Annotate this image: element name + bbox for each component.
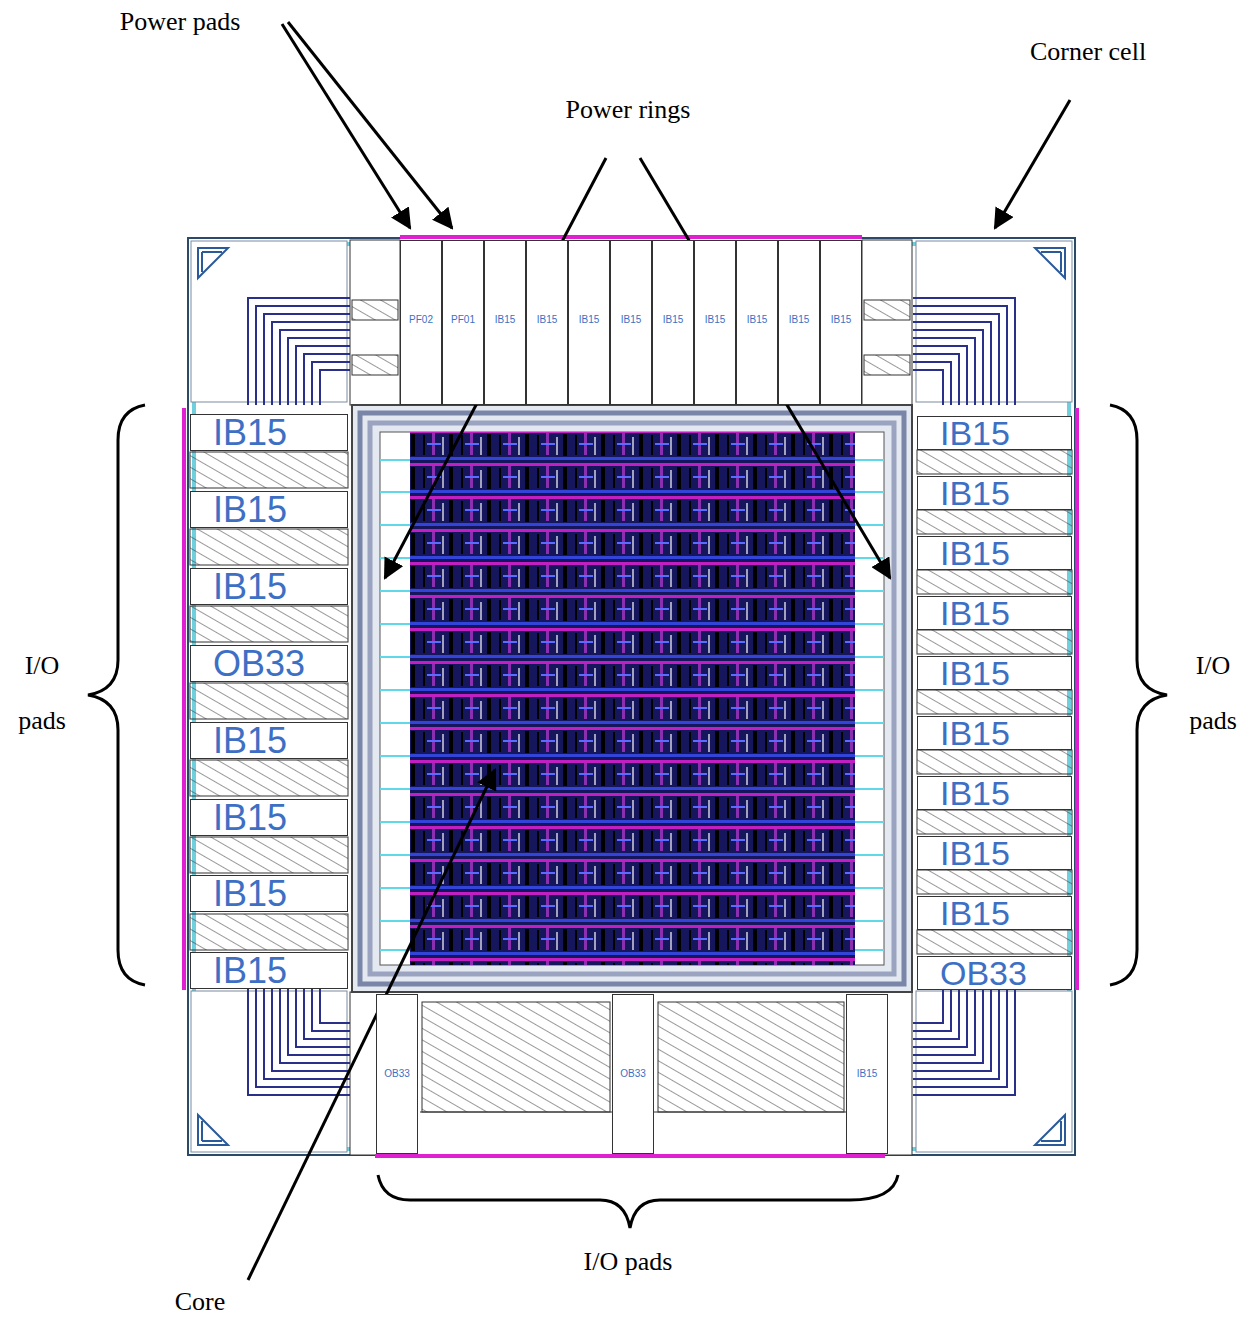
top-pad-cell: IB15 [610, 240, 652, 405]
callout-label: Corner cell [1030, 37, 1146, 67]
cell-name: IB15 [213, 723, 287, 759]
left-pad-cell: OB33 [190, 645, 348, 682]
cell-name: OB33 [940, 956, 1027, 990]
cell-name: IB15 [940, 716, 1010, 750]
cell-name: IB15 [213, 876, 287, 912]
top-pad-cell: IB15 [736, 240, 778, 405]
top-pad-cell: IB15 [778, 240, 820, 405]
cell-name: IB15 [940, 656, 1010, 690]
left-pad-cell: IB15 [190, 722, 348, 759]
callout-label: Power pads [120, 7, 241, 37]
cell-name: OB33 [620, 1069, 646, 1079]
cell-name: IB15 [940, 776, 1010, 810]
callout-label: Core [175, 1287, 226, 1317]
cell-name: IB15 [940, 476, 1010, 510]
right-pad-cell: IB15 [917, 416, 1072, 450]
top-pad-cell: IB15 [820, 240, 862, 405]
bottom-pad-cell: IB15 [846, 994, 888, 1154]
left-pad-cell: IB15 [190, 414, 348, 451]
cell-name: IB15 [213, 953, 287, 989]
left-pad-cell: IB15 [190, 568, 348, 605]
left-pad-cell: IB15 [190, 799, 348, 836]
cell-name: PF02 [409, 315, 433, 325]
cell-name: IB15 [579, 315, 600, 325]
cell-name: IB15 [940, 536, 1010, 570]
top-pad-cell: IB15 [694, 240, 736, 405]
top-pad-cell: PF02 [400, 240, 442, 405]
left-pad-cell: IB15 [190, 491, 348, 528]
cell-name: IB15 [940, 836, 1010, 870]
bottom-pad-cell: OB33 [376, 994, 418, 1154]
cell-name: IB15 [213, 569, 287, 605]
right-pad-cell: IB15 [917, 536, 1072, 570]
cell-name: IB15 [663, 315, 684, 325]
cell-name: IB15 [537, 315, 558, 325]
cell-name: IB15 [940, 596, 1010, 630]
right-pad-cell: IB15 [917, 776, 1072, 810]
cell-name: IB15 [789, 315, 810, 325]
cell-name: IB15 [940, 416, 1010, 450]
left-pad-cell: IB15 [190, 875, 348, 912]
cell-name: IB15 [621, 315, 642, 325]
cell-name: IB15 [940, 896, 1010, 930]
cell-name: OB33 [384, 1069, 410, 1079]
bracket-label: I/O pads [584, 1247, 673, 1277]
right-pad-cell: IB15 [917, 656, 1072, 690]
top-pad-cell: IB15 [652, 240, 694, 405]
right-pad-cell: IB15 [917, 596, 1072, 630]
cell-name: IB15 [495, 315, 516, 325]
cell-name: IB15 [857, 1069, 878, 1079]
right-pad-cell: IB15 [917, 896, 1072, 930]
right-pad-cell: IB15 [917, 836, 1072, 870]
right-pad-cell: IB15 [917, 716, 1072, 750]
left-pad-cell: IB15 [190, 952, 348, 989]
right-pad-cell: IB15 [917, 476, 1072, 510]
cell-name: OB33 [213, 646, 305, 682]
bottom-pad-cell: OB33 [612, 994, 654, 1154]
cell-name: IB15 [213, 800, 287, 836]
top-pad-cell: IB15 [484, 240, 526, 405]
top-pad-cell: IB15 [568, 240, 610, 405]
cell-name: IB15 [705, 315, 726, 325]
cell-name: IB15 [213, 415, 287, 451]
cell-name: IB15 [747, 315, 768, 325]
top-pad-cell: IB15 [526, 240, 568, 405]
cell-name: IB15 [213, 492, 287, 528]
cell-name: PF01 [451, 315, 475, 325]
cell-name: IB15 [831, 315, 852, 325]
right-pad-cell: OB33 [917, 956, 1072, 990]
bracket-label: I/O pads [1185, 638, 1241, 748]
callout-label: Power rings [566, 95, 691, 125]
bracket-label: I/O pads [14, 638, 70, 748]
top-pad-cell: PF01 [442, 240, 484, 405]
